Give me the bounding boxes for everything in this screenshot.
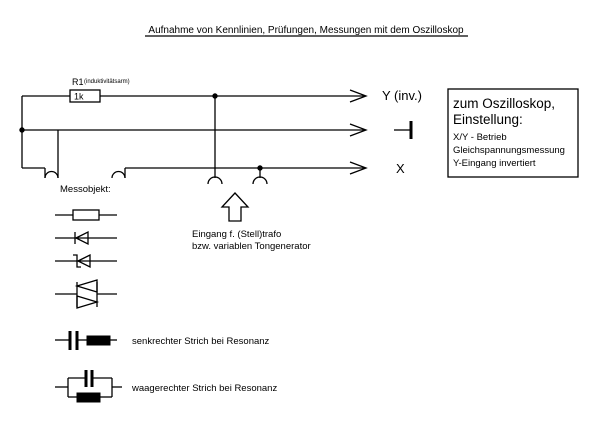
- x-line: [22, 130, 368, 179]
- messobjekt-resistor-icon: [55, 209, 117, 221]
- settings-title-line1: zum Oszilloskop,: [453, 96, 555, 111]
- resistor-value: 1k: [74, 92, 84, 102]
- y-arrow-head: [349, 89, 368, 103]
- settings-line-2: Gleichspannungsmessung: [453, 145, 565, 156]
- series-resonance-icon: [55, 331, 117, 350]
- settings-box: [447, 88, 579, 178]
- settings-title-line2: Einstellung:: [453, 112, 523, 127]
- input-label-line1: Eingang f. (Stell)trafo: [192, 229, 281, 240]
- diagram-title: Aufnahme von Kennlinien, Prüfungen, Mess…: [148, 25, 464, 36]
- resistor-note: (induktivitätsarm): [84, 79, 130, 85]
- input-label-line2: bzw. variablen Tongenerator: [192, 241, 311, 252]
- y-output-label: Y (inv.): [382, 88, 422, 103]
- messobjekt-zener-diode-icon: [55, 253, 117, 269]
- resistor-name: R1: [72, 77, 84, 87]
- ground-line: [19, 121, 413, 139]
- input-arrow-icon: [220, 192, 250, 222]
- resonance-horizontal-label: waagerechter Strich bei Resonanz: [131, 383, 277, 394]
- messobjekt-diode-icon: [55, 230, 117, 246]
- input-terminal-left: [207, 93, 223, 185]
- x-output-label: X: [396, 161, 405, 176]
- resonance-vertical-label: senkrechter Strich bei Resonanz: [132, 336, 270, 347]
- messobjekt-label: Messobjekt:: [60, 184, 111, 195]
- parallel-resonance-icon: [55, 370, 122, 403]
- settings-line-3: Y-Eingang invertiert: [453, 158, 536, 169]
- y-line: [21, 89, 368, 168]
- settings-line-1: X/Y - Betrieb: [453, 132, 507, 143]
- input-terminal-right: [252, 165, 268, 185]
- messobjekt-diac-icon: [55, 279, 117, 309]
